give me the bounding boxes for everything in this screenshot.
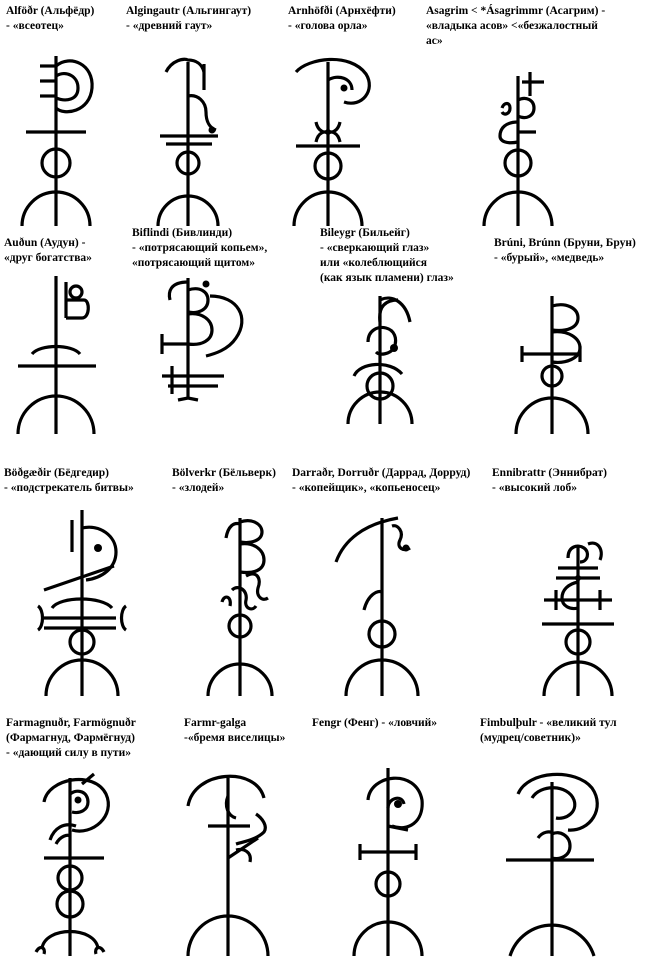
bindrune-fengr	[312, 716, 492, 960]
rune-fengr: Fengr (Фенг) - «ловчий»	[312, 716, 492, 960]
rune-arnhofdi: Arnhöfði (Арнхёфти) - «голова орла»	[288, 4, 426, 226]
bindrune-bileygr	[320, 226, 496, 436]
caption-fengr: Fengr (Фенг) - «ловчий»	[312, 717, 438, 729]
bindrune-farmr-galga	[184, 716, 308, 960]
caption-bodgaedir: Böðgæðir (Бёдгедир) - «подстрекатель бит…	[4, 467, 134, 494]
bindrune-algingautr	[126, 4, 296, 226]
bindrune-alfodr	[6, 4, 124, 226]
rune-ennibrattr: Ennibrattr (Эннибрат) - «высокий лоб»	[492, 466, 666, 696]
rune-alfodr: Alföðr (Альфёдр) - «всеотец»	[6, 4, 124, 226]
rune-asagrim: Asagrim < *Ásagrimmr (Асагрим) - «владык…	[426, 4, 666, 226]
bindrune-ennibrattr	[492, 466, 666, 696]
bindrune-arnhofdi	[288, 4, 426, 226]
caption-farmagnudr: Farmagnuðr, Farmögnuðr (Фармагнуд, Фармё…	[6, 717, 136, 759]
rune-biflindi: Biflindi (Бивлинди) - «потрясающий копье…	[132, 226, 312, 436]
rune-audun: Auðun (Аудун) - «друг богатства»	[4, 236, 124, 436]
rune-bolverkr: Bölverkr (Бёльверк) - «злодей»	[172, 466, 296, 696]
rune-bodgaedir: Böðgæðir (Бёдгедир) - «подстрекатель бит…	[4, 466, 172, 696]
caption-farmr: Farmr-galga -«бремя виселицы»	[184, 717, 286, 744]
caption-asagrim: Asagrim < *Ásagrimmr (Асагрим) - «владык…	[426, 5, 606, 47]
rune-algingautr: Algingautr (Альгингаут) - «древний гаут»	[126, 4, 296, 226]
caption-ennibrattr: Ennibrattr (Эннибрат) - «высокий лоб»	[492, 467, 607, 494]
rune-darradr: Darraðr, Dorruðr (Даррад, Дорруд) - «коп…	[292, 466, 488, 696]
caption-bileygr: Bileygr (Бильейг) - «сверкающий глаз» ил…	[320, 227, 454, 284]
bindrune-fimbulthulr	[480, 716, 666, 960]
caption-fimbulthulr: Fimbulþulr - «великий тул (мудрец/советн…	[480, 717, 617, 744]
bindrune-bodgaedir	[4, 466, 172, 696]
bindrune-audun	[4, 236, 124, 436]
caption-audun: Auðun (Аудун) - «друг богатства»	[4, 237, 92, 264]
bindrune-bolverkr	[172, 466, 296, 696]
bindrune-darradr	[292, 466, 488, 696]
bindrune-bruni	[494, 236, 666, 436]
bindrune-biflindi	[132, 226, 312, 436]
rune-fimbulthulr: Fimbulþulr - «великий тул (мудрец/советн…	[480, 716, 666, 960]
caption-bolverkr: Bölverkr (Бёльверк) - «злодей»	[172, 467, 276, 494]
rune-farmr-galga: Farmr-galga -«бремя виселицы»	[184, 716, 308, 960]
rune-farmagnudr: Farmagnuðr, Farmögnuðr (Фармагнуд, Фармё…	[6, 716, 184, 960]
caption-bruni: Brúni, Brúnn (Бруни, Брун) - «бурый», «м…	[494, 237, 636, 264]
bindrune-farmagnudr	[6, 716, 184, 960]
rune-bileygr: Bileygr (Бильейг) - «сверкающий глаз» ил…	[320, 226, 496, 436]
caption-arnhofdi: Arnhöfði (Арнхёфти) - «голова орла»	[288, 5, 396, 32]
caption-bifliudi: Biflindi (Бивлинди) - «потрясающий копье…	[132, 227, 268, 269]
bindrune-asagrim	[426, 4, 666, 226]
rune-bruni: Brúni, Brúnn (Бруни, Брун) - «бурый», «м…	[494, 236, 666, 436]
caption-algingautr: Algingautr (Альгингаут) - «древний гаут»	[126, 5, 252, 32]
caption-alfodr: Alföðr (Альфёдр) - «всеотец»	[6, 5, 95, 32]
caption-darradr: Darraðr, Dorruðr (Даррад, Дорруд) - «коп…	[292, 467, 471, 494]
